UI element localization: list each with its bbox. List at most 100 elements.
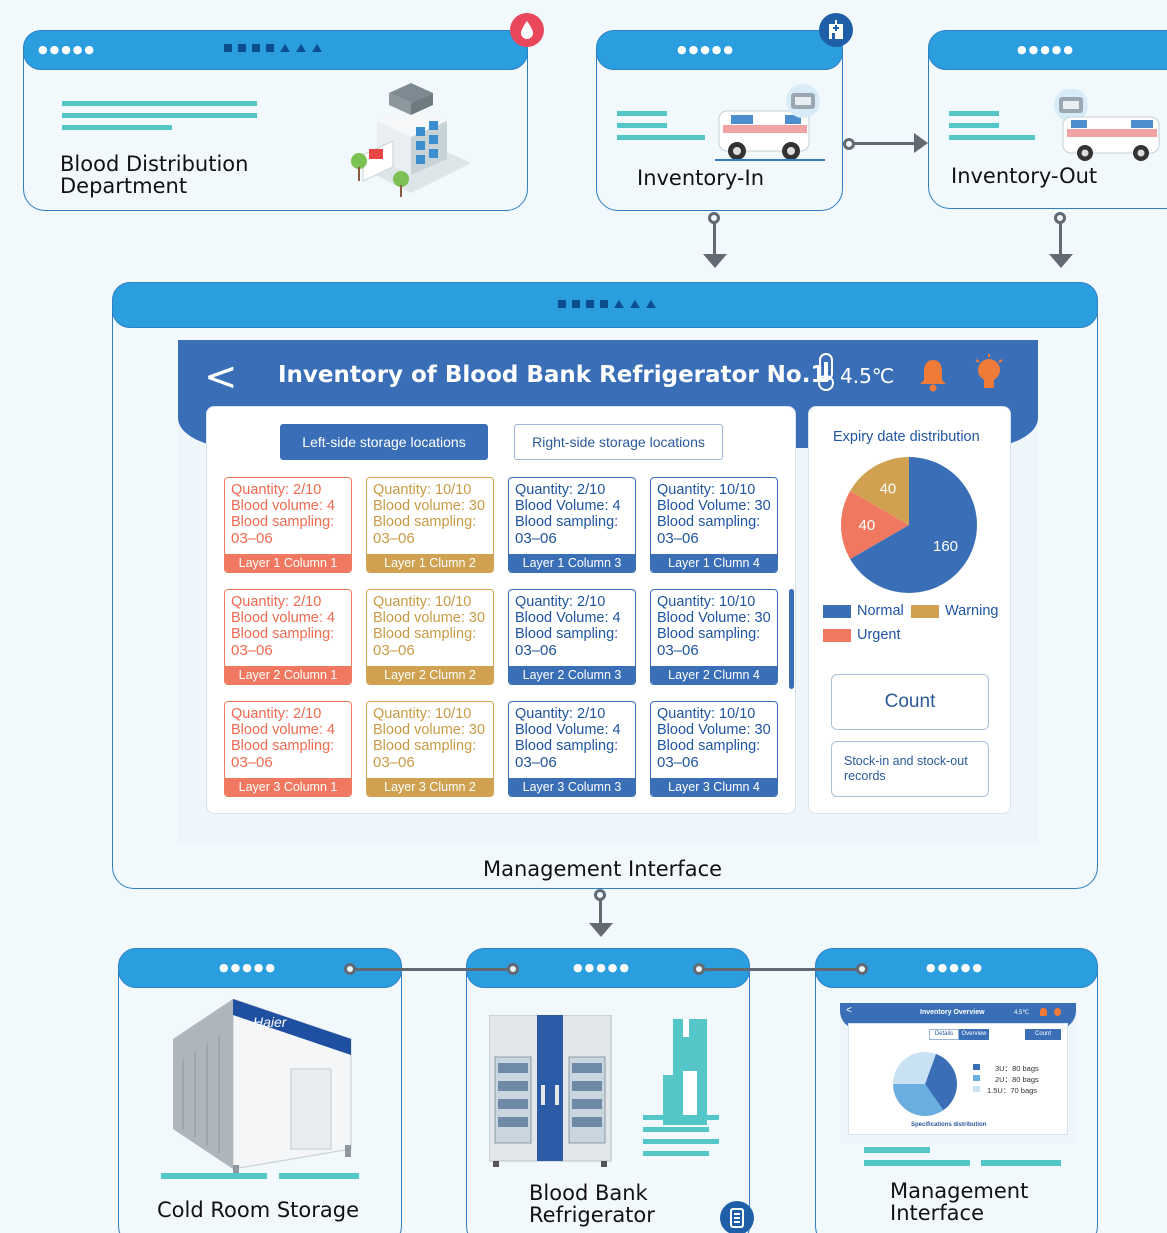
text-placeholder-lines	[643, 1115, 719, 1163]
cell-date: 03–06	[657, 530, 699, 547]
placeholder-line	[981, 1160, 1061, 1166]
mini-pie-chart	[893, 1052, 957, 1116]
mini-title: Inventory Overview	[920, 1009, 985, 1016]
hospital-building-icon	[351, 83, 471, 197]
pie-slice-urgent	[841, 491, 909, 559]
cold-room-illustration: Haier	[173, 999, 352, 1177]
mini-legend-swatch	[973, 1086, 980, 1092]
cell-sampling-label: Blood sampling:	[231, 514, 335, 530]
text-placeholder-lines	[949, 111, 1035, 147]
pie-slice-2u	[893, 1083, 944, 1116]
mgmt-interface-title: Management Interface	[890, 1179, 1029, 1225]
cell-date: 03–06	[373, 642, 415, 659]
mini-back-icon: <	[846, 1005, 852, 1016]
inventory-screen: < Inventory of Blood Bank Refrigerator N…	[178, 340, 1038, 845]
temperature-readout: 4.5℃	[840, 364, 895, 388]
brand-logo: Haier	[253, 1014, 288, 1030]
cell-location-label: Layer 3 Column 3	[509, 778, 635, 796]
card-header: ●●●●●	[928, 30, 1167, 70]
cell-date: 03–06	[657, 642, 699, 659]
cell-quantity: Quantity: 2/10	[515, 706, 606, 722]
cell-location-label: Layer 1 Column 3	[509, 554, 635, 572]
mini-tab-details: Details	[929, 1029, 959, 1040]
placeholder-line	[279, 1173, 359, 1179]
cell-quantity: Quantity: 10/10	[373, 482, 472, 498]
cell-date: 03–06	[373, 530, 415, 547]
cell-date: 03–06	[231, 530, 273, 547]
cell-location-label: Layer 1 Clumn 4	[651, 554, 777, 572]
refrigerator-illustration	[489, 1015, 612, 1167]
mini-screen: < Inventory Overview 4.5℃ Details Overvi…	[840, 1003, 1076, 1143]
cell-location-label: Layer 1 Clumn 2	[367, 554, 493, 572]
cell-volume: Blood volume: 4	[231, 722, 335, 738]
cell-sampling-label: Blood sampling:	[373, 626, 477, 642]
inventory-out-card: ●●●●● Inventory-Out	[928, 30, 1167, 209]
scrollbar[interactable]	[789, 589, 794, 689]
mini-legend-swatch	[973, 1075, 980, 1081]
pie-label-warning: 40	[880, 480, 897, 497]
inventory-in-title: Inventory-In	[637, 166, 765, 190]
cell-sampling-label: Blood sampling:	[657, 626, 761, 642]
pie-label-urgent: 40	[858, 517, 875, 534]
connector-node	[594, 889, 606, 901]
tab-right-side[interactable]: Right-side storage locations	[514, 424, 723, 460]
mini-legend-1-5u: 1.5U：70 bags	[987, 1086, 1038, 1095]
card-header: ●●●●●	[596, 30, 843, 70]
header-dots: ●●●●●	[926, 961, 984, 974]
cell-date: 03–06	[515, 530, 557, 547]
cell-location-label: Layer 3 Column 1	[225, 778, 351, 796]
mini-bell-icon	[1040, 1008, 1047, 1016]
cell-location-label: Layer 2 Clumn 4	[651, 666, 777, 684]
mini-legend-swatch	[973, 1064, 980, 1070]
cell-sampling-label: Blood sampling:	[515, 514, 619, 530]
refrigerator-icon	[720, 1201, 754, 1233]
cold-room-title: Cold Room Storage	[157, 1198, 359, 1222]
card-header: ●●●●●	[23, 30, 528, 70]
cell-volume: Blood volume: 4	[231, 498, 335, 514]
blood-drop-icon	[510, 13, 544, 47]
cold-room-card: ●●●●● Haier Cold Room Storage	[118, 948, 402, 1233]
back-icon[interactable]: <	[204, 354, 238, 400]
mini-legend-2u: 2U：80 bags	[995, 1075, 1039, 1084]
cell-volume: Blood volume: 30	[373, 498, 486, 514]
cell-volume: Blood Volume: 30	[657, 610, 771, 626]
mini-tab-overview: Overview	[959, 1029, 989, 1040]
records-button[interactable]: Stock-in and stock-out records	[831, 741, 989, 797]
cell-volume: Blood Volume: 4	[515, 722, 621, 738]
cell-sampling-label: Blood sampling:	[231, 626, 335, 642]
connector-node	[856, 963, 868, 975]
cell-quantity: Quantity: 10/10	[373, 594, 472, 610]
thermometer-icon	[818, 353, 834, 391]
count-button[interactable]: Count	[831, 674, 989, 730]
cell-sampling-label: Blood sampling:	[515, 626, 619, 642]
alarm-bell-icon[interactable]	[918, 358, 948, 392]
tab-left-side[interactable]: Left-side storage locations	[280, 424, 488, 460]
legend-urgent: Urgent	[857, 627, 901, 643]
distribution-title: Blood Distribution Department	[60, 152, 249, 198]
legend-urgent-swatch	[823, 629, 851, 642]
cell-location-label: Layer 1 Column 1	[225, 554, 351, 572]
header-marks	[558, 300, 656, 308]
management-caption: Management Interface	[483, 857, 723, 881]
warning-light-icon[interactable]	[974, 354, 1004, 392]
mgmt-interface-card: ●●●●● < Inventory Overview 4.5℃ Details …	[815, 948, 1098, 1233]
